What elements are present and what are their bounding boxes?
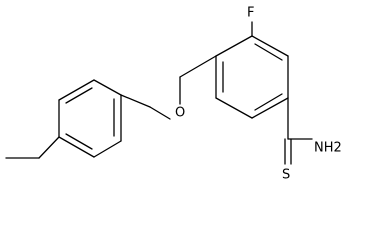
bond — [251, 97, 289, 119]
right-ring — [215, 35, 289, 119]
bond — [93, 79, 122, 96]
bond — [58, 136, 95, 158]
double-bond-inner — [254, 43, 283, 61]
double-bond-inner — [65, 133, 93, 150]
amine-label: NH2 — [314, 141, 342, 156]
molecule-diagram: F O S NH2 — [5, 6, 342, 183]
ring-ethyl-bond — [38, 136, 60, 159]
left-ring — [58, 79, 151, 158]
structure-svg: F O S NH2 — [5, 6, 342, 183]
bond — [58, 79, 95, 101]
double-bond-inner — [65, 87, 93, 104]
double-bond-inner — [254, 93, 283, 111]
oxygen-label: O — [175, 106, 185, 121]
ring-ch2-bond — [179, 55, 217, 78]
bond — [120, 94, 151, 108]
bond — [93, 140, 122, 158]
bond — [251, 35, 289, 57]
fluorine-label: F — [247, 6, 254, 21]
bond — [215, 35, 253, 57]
sulfur-label: S — [282, 168, 290, 183]
bond — [215, 97, 253, 119]
o-ring-bond — [149, 106, 171, 120]
